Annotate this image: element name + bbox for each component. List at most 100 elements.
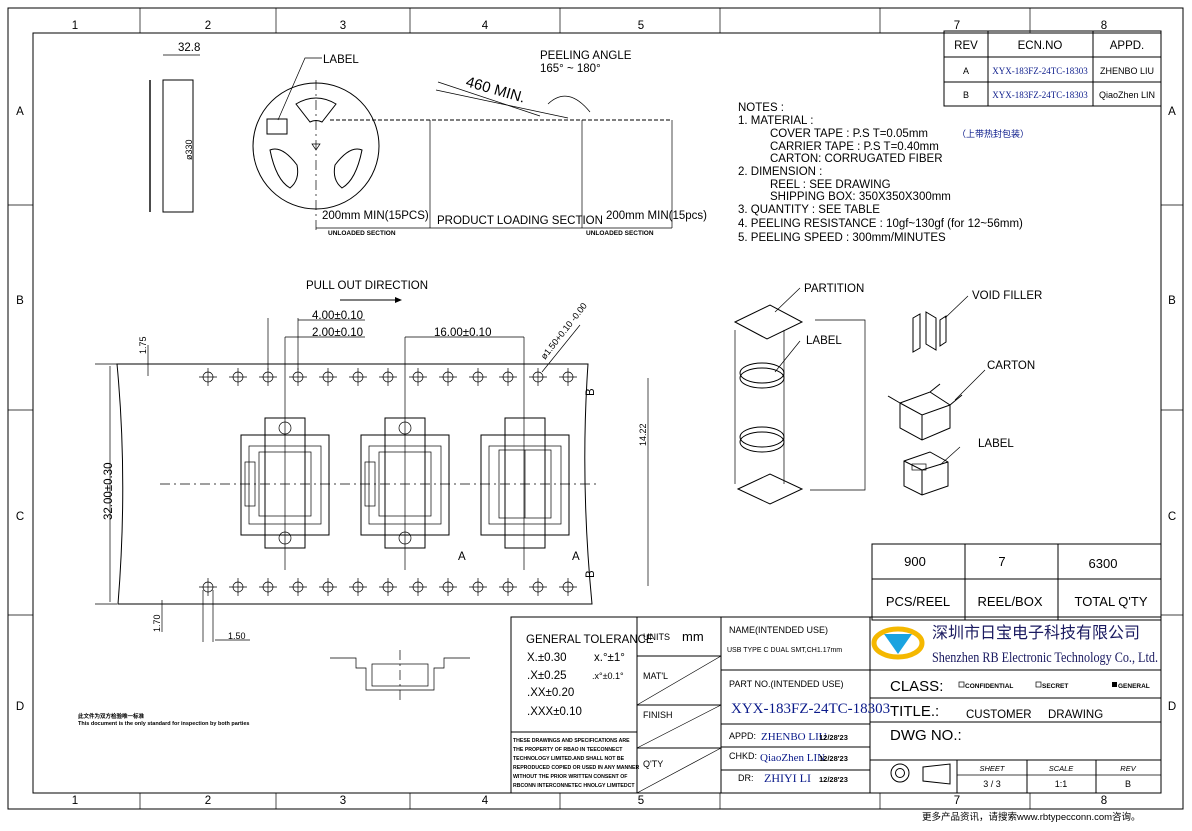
sprocket-hole [199, 578, 217, 596]
pocket-pitch-dim: 16.00±0.10 [434, 327, 491, 339]
class-checkbox-secret[interactable] [1035, 681, 1042, 688]
chkd-label: CHKD: [729, 751, 757, 761]
title-value: DRAWING [1048, 709, 1103, 721]
unloaded-section-right: UNLOADED SECTION [586, 230, 654, 237]
tolerance: .XX±0.20 [527, 687, 574, 699]
property-notice: REPRODUCED COPIED OR USED IN ANY MANNER [513, 765, 639, 771]
appd-value: ZHENBO LIU [761, 731, 827, 743]
section-a-label: A [458, 551, 466, 563]
bottom-edge-dim: 1.70 [152, 614, 162, 632]
col-label: 5 [638, 795, 644, 807]
note-line: 3. QUANTITY : SEE TABLE [738, 204, 880, 216]
rev-cell: B [963, 90, 969, 100]
total-qty-header: TOTAL Q'TY [1074, 594, 1147, 609]
class-option: GENERAL [1118, 683, 1150, 690]
sprocket-hole [409, 578, 427, 596]
row-label: B [16, 295, 24, 307]
reel-diameter-dim: ø330 [184, 139, 194, 160]
pcs-per-reel: 900 [904, 554, 926, 569]
pull-direction: PULL OUT DIRECTION [306, 280, 428, 292]
col-label: 8 [1101, 795, 1107, 807]
carrier-tape-drawing: PULL OUT DIRECTION 32.00±0.30 4.00±0.10 … [95, 280, 649, 642]
sprocket-hole [439, 368, 457, 386]
tolerance: X.±0.30 [527, 652, 567, 664]
col-label: 4 [482, 795, 489, 807]
col-label: 4 [482, 20, 489, 32]
sprocket-hole [259, 578, 277, 596]
class-checkbox-general[interactable] [1112, 682, 1117, 687]
edge-to-hole-dim: 1.75 [138, 336, 148, 354]
sprocket-hole [529, 578, 547, 596]
partition-label: PARTITION [804, 283, 864, 295]
sprocket-pitch-dim: 4.00±0.10 [312, 310, 363, 322]
tolerance: .x°±0.1° [592, 671, 624, 681]
dr-date: 12/28'23 [819, 775, 848, 784]
note-line: CARTON: CORRUGATED FIBER [770, 153, 943, 165]
col-label: 5 [638, 20, 644, 32]
col-label: 8 [1101, 20, 1107, 32]
units-label: UNITS [643, 632, 670, 642]
sprocket-hole [499, 578, 517, 596]
note-line: REEL : SEE DRAWING [770, 179, 891, 191]
trailer-length: 200mm MIN(15pcs) [606, 210, 707, 222]
sprocket-hole [469, 368, 487, 386]
sprocket-hole [469, 578, 487, 596]
tape-width-dim: 32.00±0.30 [103, 463, 115, 520]
rev-label: REV [1120, 764, 1136, 773]
note-line: CARRIER TAPE : P.S T=0.40mm [770, 141, 939, 153]
sprocket-hole [529, 368, 547, 386]
col-label: 2 [205, 795, 211, 807]
finish-label: FINISH [643, 710, 673, 720]
part-label: PART NO.(INTENDED USE) [729, 679, 844, 689]
hole-offset-dim: 1.50 [228, 631, 246, 641]
col-label: 2 [205, 20, 211, 32]
company-name-en: Shenzhen RB Electronic Technology Co., L… [932, 650, 1158, 666]
class-checkbox-confidential[interactable] [958, 681, 965, 688]
reel-side-view: 32.8 ø330 [149, 42, 200, 213]
row-label: C [16, 511, 24, 523]
class-option: SECRET [1042, 683, 1068, 690]
row-label: A [1168, 106, 1176, 118]
dwg-no-label: DWG NO.: [890, 727, 962, 744]
pcs-per-reel-header: PCS/REEL [886, 594, 950, 609]
scale-label: SCALE [1049, 764, 1075, 773]
appd-date: 12/28'23 [819, 733, 848, 742]
total-qty: 6300 [1089, 556, 1118, 571]
note-line: 5. PEELING SPEED : 300mm/MINUTES [738, 232, 946, 244]
note-line: 4. PEELING RESISTANCE : 10gf~130gf (for … [738, 218, 1023, 230]
sprocket-hole [199, 368, 217, 386]
property-notice: THE PROPERTY OF RBAO IN TEECONNECT [513, 747, 623, 753]
chkd-date: 12/28'23 [819, 754, 848, 763]
ecn-cell: XYX-183FZ-24TC-18303 [992, 66, 1088, 76]
footer-note: 更多产品资讯，请搜索www.rbtypecconn.com咨询。 [922, 811, 1141, 823]
ecn-header: ECN.NO [1018, 40, 1063, 52]
col-label: 3 [340, 20, 346, 32]
label2-callout: LABEL [978, 438, 1014, 450]
reel-front-view: LABEL 200mm MIN(15PCS) PRODUCT LOADING S… [252, 50, 707, 237]
class-label: CLASS: [890, 678, 943, 695]
appd-cell: ZHENBO LIU [1100, 66, 1154, 76]
loading-section: PRODUCT LOADING SECTION [437, 215, 603, 227]
company-logo [871, 626, 925, 660]
sprocket-holes-top [199, 368, 577, 386]
sprocket-hole [229, 368, 247, 386]
leader-length: 200mm MIN(15PCS) [322, 210, 429, 222]
company-name-cn: 深圳市日宝电子科技有限公司 [932, 624, 1140, 642]
reel-per-box: 7 [998, 554, 1005, 569]
name-value: USB TYPE C DUAL SMT,CH1.17mm [727, 647, 842, 654]
sprocket-hole [499, 368, 517, 386]
row-label: C [1168, 511, 1176, 523]
sprocket-hole [319, 368, 337, 386]
pocket [480, 417, 570, 549]
property-notice: RBCONN INTERCONNETEC HNOLGY LIMITEDCT [513, 783, 635, 789]
section-b-label: B [585, 388, 597, 396]
title-value: CUSTOMER [966, 709, 1032, 721]
dr-value: ZHIYI LI [764, 771, 811, 785]
chkd-value: QiaoZhen LIN [760, 752, 825, 764]
part-value: XYX-183FZ-24TC-18303 [731, 701, 890, 717]
col-label: 3 [340, 795, 346, 807]
note-line: 1. MATERIAL : [738, 115, 813, 127]
sprocket-hole [319, 578, 337, 596]
pocket-offset-dim: 14.22 [638, 423, 648, 446]
disclaimer-cn: 此文件为双方检验唯一标准 [78, 712, 145, 720]
